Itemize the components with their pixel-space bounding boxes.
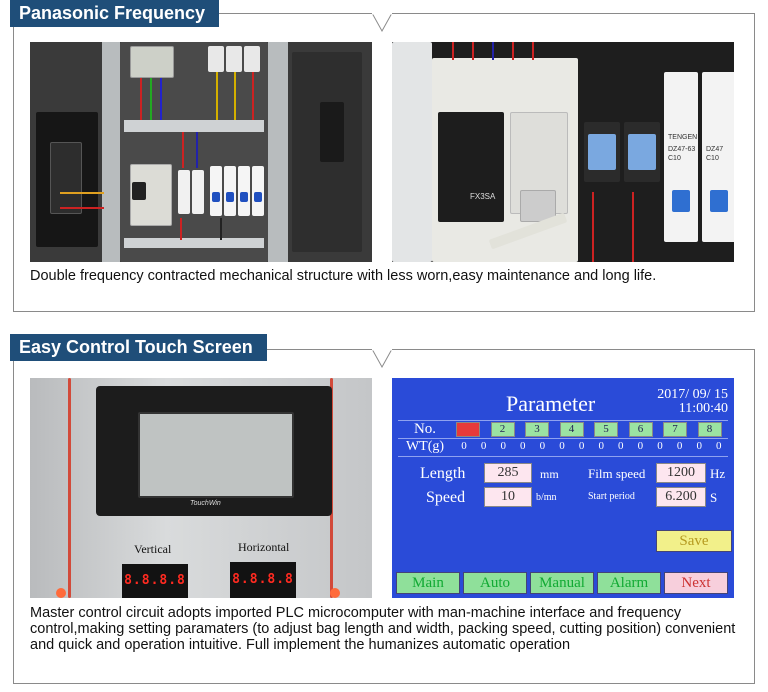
weight-cell: 0: [637, 440, 644, 452]
plc-closeup-photo: FX3SA TENGEN DZ47-63 C10 DZ47 C10: [392, 42, 734, 262]
film-speed-label: Film speed: [588, 466, 646, 481]
touchwin-logo: TouchWin: [190, 500, 221, 507]
horizontal-label: Horizontal: [238, 540, 290, 554]
auto-button[interactable]: Auto: [463, 572, 527, 594]
plc-model-label: FX3SA: [470, 192, 496, 201]
breaker-rating-2: C10: [706, 155, 719, 162]
alarm-button[interactable]: Alarm: [597, 572, 661, 594]
number-cell[interactable]: 7: [663, 422, 687, 437]
horizontal-led-display: 8.8.8.8: [230, 562, 296, 598]
breaker-brand-label: TENGEN: [668, 134, 698, 141]
control-panel-photo: TouchWin Vertical Horizontal 8.8.8.8 8.8…: [30, 378, 372, 598]
weight-cell: 0: [520, 440, 526, 452]
weight-cell: 0: [500, 440, 506, 452]
speed-label: Speed: [426, 489, 466, 506]
weight-cell: 0: [598, 440, 604, 452]
screen-datetime: 2017/ 09/ 15 11:00:40: [657, 388, 728, 416]
screen-date: 2017/ 09/ 15: [657, 387, 728, 402]
main-button[interactable]: Main: [396, 572, 460, 594]
weight-cell: 0: [716, 440, 722, 452]
next-button[interactable]: Next: [664, 572, 728, 594]
length-unit: mm: [540, 467, 559, 481]
length-input[interactable]: 285: [484, 463, 532, 483]
vertical-label: Vertical: [134, 542, 172, 556]
film-speed-unit: Hz: [710, 466, 726, 481]
weight-cell: 0: [539, 440, 546, 452]
start-period-input[interactable]: 6.200: [656, 487, 706, 507]
number-cell[interactable]: 8: [697, 422, 722, 437]
start-period-label: Start period: [588, 491, 635, 502]
weight-row: WT(g) 0 0 0 0 0 0 0 0 0 0 0 0 0 0: [398, 438, 728, 457]
film-speed-input[interactable]: 1200: [656, 463, 706, 483]
notch-arrow: [372, 349, 392, 369]
section-heading: Easy Control Touch Screen: [10, 334, 267, 361]
number-cell[interactable]: 3: [525, 422, 549, 437]
weight-cell: 0: [657, 440, 663, 452]
weight-cell: 0: [461, 440, 467, 452]
speed-input[interactable]: 10: [484, 487, 532, 507]
section-touch-screen: TouchWin Vertical Horizontal 8.8.8.8 8.8…: [13, 349, 755, 684]
screen-title: Parameter: [506, 391, 596, 416]
weight-cell: 0: [480, 440, 487, 452]
number-cell[interactable]: 5: [594, 422, 618, 437]
breaker-model-2: DZ47: [706, 146, 724, 153]
start-period-unit: S: [710, 490, 718, 505]
number-cell[interactable]: 4: [559, 422, 584, 437]
screen-time: 11:00:40: [678, 401, 728, 416]
weight-cell: 0: [559, 440, 565, 452]
weight-cell: 0: [618, 440, 624, 452]
breaker-rating-1: C10: [668, 155, 681, 162]
electric-cabinet-photo: [30, 42, 372, 262]
section-heading: Panasonic Frequency: [10, 0, 220, 27]
number-cell[interactable]: 6: [628, 422, 653, 437]
number-cell[interactable]: 2: [490, 422, 515, 437]
section-panasonic-frequency: FX3SA TENGEN DZ47-63 C10 DZ47 C10 Double…: [13, 13, 755, 312]
speed-unit: b/mn: [536, 492, 557, 503]
section-caption: Double frequency contracted mechanical s…: [30, 268, 657, 284]
weight-cell: 0: [578, 440, 585, 452]
manual-button[interactable]: Manual: [530, 572, 594, 594]
no-label: No.: [413, 421, 437, 437]
save-button[interactable]: Save: [656, 530, 732, 552]
vertical-led-display: 8.8.8.8: [122, 564, 188, 598]
section-caption: Master control circuit adopts imported P…: [30, 605, 736, 653]
breaker-model-1: DZ47-63: [668, 146, 696, 153]
weight-cell: 0: [676, 440, 683, 452]
wt-label: WT(g): [405, 439, 445, 454]
length-label: Length: [420, 465, 466, 482]
notch-arrow: [372, 13, 392, 33]
number-cell[interactable]: [456, 422, 480, 437]
weight-cell: 0: [696, 440, 702, 452]
